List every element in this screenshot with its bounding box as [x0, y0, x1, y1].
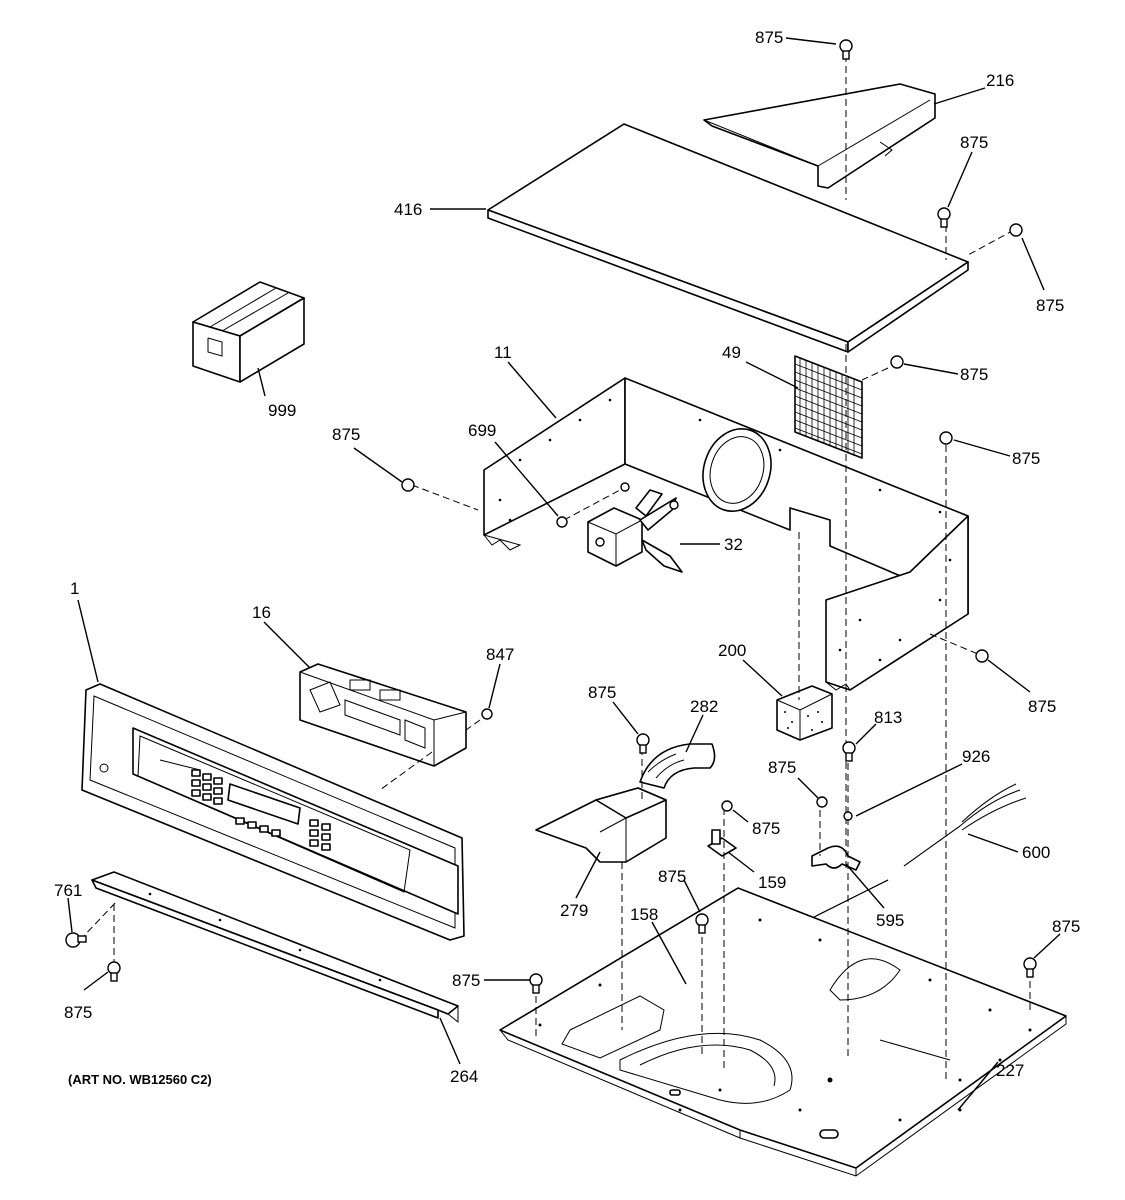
callout-761: 761 — [54, 881, 82, 900]
callout-216: 216 — [986, 71, 1014, 90]
callout-1: 1 — [70, 579, 79, 598]
part-595-wire-clamp — [811, 845, 861, 871]
callout-158: 158 — [630, 905, 658, 924]
callout-11: 11 — [494, 343, 512, 362]
screw-875-d — [939, 431, 953, 445]
part-11-housing — [483, 377, 969, 691]
screw-875-m — [1023, 957, 1037, 978]
callout-labels: 875 216 875 416 875 999 11 49 875 875 87… — [54, 28, 1080, 1086]
callout-813: 813 — [874, 708, 902, 727]
screw-875-l — [529, 973, 543, 994]
screw-875-k — [107, 961, 121, 982]
screw-875-i — [721, 800, 733, 812]
callout-600: 600 — [1022, 843, 1050, 862]
callout-595: 595 — [876, 911, 904, 930]
part-282-duct-hose — [639, 743, 716, 789]
callout-875-b: 875 — [1036, 296, 1064, 315]
callout-926: 926 — [962, 747, 990, 766]
part-999-box — [192, 281, 305, 383]
screw-875-b — [1009, 223, 1023, 237]
screw-875-c — [890, 355, 904, 369]
callout-282: 282 — [690, 697, 718, 716]
part-49-mesh-grille — [794, 355, 863, 459]
part-416-cover-panel — [487, 123, 969, 353]
screw-875-h — [816, 796, 828, 808]
screw-875-top — [839, 39, 853, 60]
callout-699: 699 — [468, 421, 496, 440]
screw-875-j — [695, 913, 709, 934]
part-1-control-panel — [81, 683, 465, 941]
screw-875-a — [937, 207, 951, 228]
callout-847: 847 — [486, 645, 514, 664]
screw-699 — [556, 516, 568, 528]
screw-847 — [481, 708, 493, 720]
callout-875-e: 875 — [332, 425, 360, 444]
part-200-foam-block — [776, 685, 833, 741]
part-159-switch-bracket — [707, 829, 737, 857]
callout-999: 999 — [268, 401, 296, 420]
callout-264: 264 — [450, 1067, 478, 1086]
part-279-duct — [535, 787, 667, 863]
part-216-top-cover — [703, 83, 936, 189]
screw-875-f — [975, 649, 989, 663]
leader-lines — [67, 37, 1061, 1111]
callout-875-i: 875 — [752, 819, 780, 838]
callout-875-a: 875 — [960, 133, 988, 152]
part-264-trim-strip — [91, 871, 459, 1024]
part-32-fan-motor — [587, 482, 683, 573]
assembly-dash-lines — [79, 55, 1031, 1080]
part-227-base-pan — [499, 887, 1067, 1177]
callout-16: 16 — [252, 603, 271, 622]
callout-875-j: 875 — [658, 867, 686, 886]
screws — [65, 39, 1037, 994]
callout-875-m: 875 — [1052, 917, 1080, 936]
part-926-grommet — [843, 811, 853, 821]
callout-875-c: 875 — [960, 365, 988, 384]
callout-416: 416 — [394, 200, 422, 219]
callout-875-f: 875 — [1028, 697, 1056, 716]
callout-279: 279 — [560, 901, 588, 920]
callout-875-k: 875 — [64, 1003, 92, 1022]
callout-875-top: 875 — [755, 28, 783, 47]
callout-875-h: 875 — [768, 758, 796, 777]
callout-32: 32 — [724, 535, 743, 554]
callout-875-d: 875 — [1012, 449, 1040, 468]
callout-49: 49 — [722, 343, 741, 362]
callout-200: 200 — [718, 641, 746, 660]
callout-159: 159 — [758, 873, 786, 892]
screw-875-g — [636, 733, 650, 754]
screw-813 — [842, 741, 856, 762]
art-number: (ART NO. WB12560 C2) — [68, 1072, 212, 1087]
screw-761 — [65, 932, 87, 948]
part-16-control-board — [299, 663, 467, 767]
callout-875-l: 875 — [452, 971, 480, 990]
callout-875-g: 875 — [588, 683, 616, 702]
callout-227: 227 — [996, 1061, 1024, 1080]
screw-875-e — [401, 478, 415, 492]
